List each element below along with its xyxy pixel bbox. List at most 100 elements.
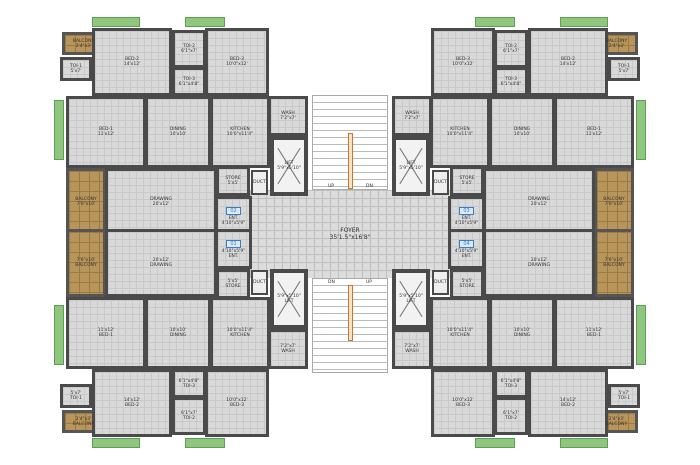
room-name: BALCONY bbox=[72, 38, 95, 44]
room-size: 2'4"x3' bbox=[75, 416, 92, 422]
room-size: 2'4"x3' bbox=[608, 43, 625, 49]
window bbox=[92, 17, 140, 27]
room-size: 11'x12' bbox=[97, 328, 115, 333]
window bbox=[185, 438, 225, 448]
room-size: 10'0"x12' bbox=[226, 62, 248, 67]
room-name: LIFT bbox=[284, 299, 294, 304]
room-size: 5'x7' bbox=[70, 391, 82, 396]
room-name: BED-3 bbox=[456, 403, 470, 408]
room-size: 10'0"x11'4" bbox=[446, 132, 474, 137]
room-name: TOI-3 bbox=[504, 76, 518, 82]
room-kitchen: 10'0"x11'4"KITCHEN bbox=[210, 297, 270, 369]
room-bed3: 10'0"x12'BED-3 bbox=[431, 369, 495, 437]
stair-down-label-bottom: DN bbox=[328, 280, 335, 285]
room-name: DRAWING bbox=[528, 197, 550, 202]
room-name: ENT. bbox=[461, 216, 472, 221]
room-name: BED-2 bbox=[125, 403, 139, 408]
room-size: 2'4"x3' bbox=[75, 43, 92, 49]
room-size: 5'x5' bbox=[227, 181, 239, 186]
room-name: DUCT bbox=[253, 180, 266, 185]
room-name: DUCT bbox=[253, 280, 266, 285]
room-toi3: 6'1"x4'8"TOI-3 bbox=[172, 369, 206, 398]
room-bed2: 14'x12'BED-2 bbox=[528, 369, 608, 437]
room-size: 2'4"x3' bbox=[608, 416, 625, 422]
room-size: 10'0"x12' bbox=[452, 398, 474, 403]
room-dining: 10'x10'DINING bbox=[489, 297, 555, 369]
room-size: 7'2"x7' bbox=[404, 116, 420, 121]
room-name: BED-1 bbox=[587, 127, 601, 132]
foyer-name: FOYER bbox=[340, 227, 360, 234]
room-name: KITCHEN bbox=[450, 127, 470, 132]
room-duct: DUCT bbox=[251, 170, 268, 195]
room-bed3: 10'0"x12'BED-3 bbox=[205, 369, 269, 437]
room-size: 7'6"x10' bbox=[76, 202, 96, 207]
room-size: 11'x12' bbox=[585, 328, 603, 333]
room-duct: DUCT bbox=[432, 170, 449, 195]
window bbox=[54, 305, 64, 365]
room-name: BALCONY bbox=[72, 421, 95, 427]
room-name: BALCONY bbox=[603, 197, 625, 202]
room-toi3: 6'1"x4'8"TOI-3 bbox=[494, 369, 528, 398]
room-size: 6'1"x7' bbox=[503, 411, 519, 416]
room-name: DUCT bbox=[434, 280, 447, 285]
room-name: TOI-2 bbox=[182, 416, 196, 421]
window bbox=[475, 438, 515, 448]
room-size: 10'x10' bbox=[169, 328, 187, 333]
room-size: 4'10"x5'9" bbox=[454, 249, 479, 254]
room-size: 7'2"x7' bbox=[280, 344, 296, 349]
room-name: TOI-2 bbox=[504, 416, 518, 421]
room-size: 6'1"x4'8" bbox=[178, 81, 200, 87]
room-name: BED-1 bbox=[99, 127, 113, 132]
room-name: BALCONY bbox=[603, 263, 625, 268]
room-name: ENT. bbox=[461, 254, 472, 259]
room-size: 20'x12' bbox=[530, 202, 548, 207]
room-name: TOI-3 bbox=[504, 383, 518, 389]
room-lift: 5'9"x5'10"LIFT bbox=[270, 269, 308, 329]
room-name: TOI-3 bbox=[182, 76, 196, 82]
room-size: 7'6"x10' bbox=[76, 258, 96, 263]
room-size: 5'x7' bbox=[618, 391, 630, 396]
room-wash: 7'2"x7'WASH bbox=[268, 329, 308, 369]
room-name: TOI-2 bbox=[182, 44, 196, 49]
room-name: TOI-1 bbox=[69, 64, 83, 69]
room-name: WASH bbox=[281, 111, 295, 116]
room-size: 6'1"x7' bbox=[181, 49, 197, 54]
room-size: 7'6"x10' bbox=[604, 202, 624, 207]
room-name: STORE bbox=[459, 176, 475, 181]
room-size: 11'x12' bbox=[97, 132, 115, 137]
room-wash: 7'2"x7'WASH bbox=[392, 329, 432, 369]
room-name: BALCONY bbox=[75, 197, 97, 202]
room-name: LIFT bbox=[406, 161, 416, 166]
window bbox=[185, 17, 225, 27]
room-toi2: 6'1"x7'TOI-2 bbox=[172, 397, 206, 435]
room-name: WASH bbox=[405, 111, 419, 116]
room-size: 5'9"x5'10" bbox=[399, 294, 423, 299]
room-size: 6'1"x4'8" bbox=[178, 378, 200, 384]
stair-rail-bottom bbox=[348, 285, 353, 341]
room-name: DINING bbox=[169, 333, 187, 338]
room-name: BED-2 bbox=[125, 57, 139, 62]
room-name: KITCHEN bbox=[230, 333, 250, 338]
room-name: STORE bbox=[459, 284, 475, 289]
room-size: 14'x12' bbox=[123, 62, 141, 67]
room-name: TOI-1 bbox=[617, 396, 631, 401]
room-name: BALCONY bbox=[75, 263, 97, 268]
room-name: TOI-1 bbox=[617, 64, 631, 69]
room-size: 5'x7' bbox=[618, 69, 630, 74]
room-lift: 5'9"x5'10"LIFT bbox=[392, 269, 430, 329]
